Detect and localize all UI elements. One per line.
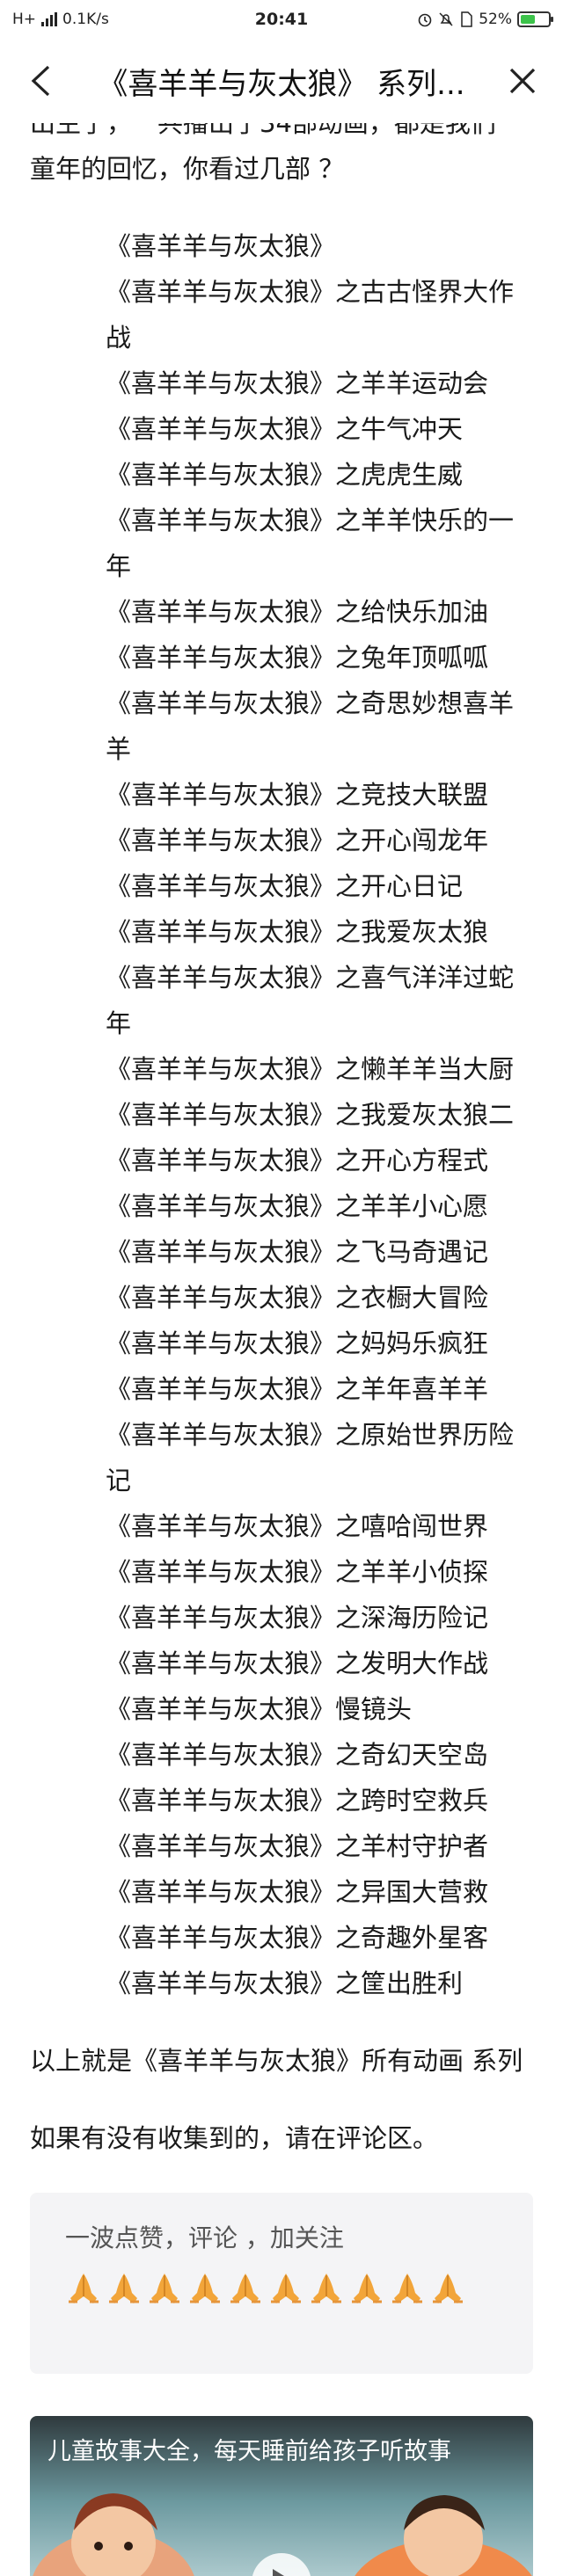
list-item: 《喜羊羊与灰太狼》之开心日记	[106, 871, 464, 901]
close-button[interactable]	[482, 39, 563, 123]
episode-list: 《喜羊羊与灰太狼》《喜羊羊与灰太狼》之古古怪界大作战《喜羊羊与灰太狼》之羊羊运动…	[0, 223, 563, 2006]
sim-icon	[461, 11, 472, 27]
list-item: 《喜羊羊与灰太狼》之古古怪界大作战	[106, 277, 515, 353]
list-item: 《喜羊羊与灰太狼》之喜气洋洋过蛇年	[106, 963, 515, 1038]
play-icon[interactable]	[252, 2553, 311, 2576]
list-item: 《喜羊羊与灰太狼》慢镜头	[106, 1694, 413, 1724]
list-item: 《喜羊羊与灰太狼》之衣橱大冒险	[106, 1283, 489, 1313]
list-item: 《喜羊羊与灰太狼》之妈妈乐疯狂	[106, 1328, 489, 1358]
list-item: 《喜羊羊与灰太狼》之竞技大联盟	[106, 780, 489, 810]
list-item: 《喜羊羊与灰太狼》之跨时空救兵	[106, 1786, 489, 1816]
pray-hands-icon	[190, 2274, 220, 2303]
alarm-icon	[418, 13, 432, 27]
page-title: 《喜羊羊与灰太狼》 系列...	[98, 66, 465, 102]
status-right: 52%	[417, 11, 553, 28]
list-item: 《喜羊羊与灰太狼》之我爱灰太狼二	[106, 1100, 515, 1130]
list-item: 《喜羊羊与灰太狼》之深海历险记	[106, 1603, 489, 1633]
status-left: H+ 0.1K/s	[12, 11, 109, 28]
network-speed: 0.1K/s	[62, 11, 109, 28]
pray-hands-icon	[271, 2274, 301, 2303]
list-item: 《喜羊羊与灰太狼》之虎虎生威	[106, 460, 464, 490]
pray-hands-icon	[69, 2274, 99, 2303]
banner-title: 儿童故事大全，每天睡前给孩子听故事	[48, 2438, 451, 2465]
pray-emoji-row	[65, 2270, 498, 2307]
pray-hands-icon	[433, 2274, 463, 2303]
intro-clipped-text: 出生了，一共播出了34部动画，都是我们	[30, 123, 496, 138]
battery-icon	[517, 11, 553, 27]
list-item: 《喜羊羊与灰太狼》之开心闯龙年	[106, 826, 489, 855]
list-item: 《喜羊羊与灰太狼》之懒羊羊当大厨	[106, 1054, 515, 1084]
list-item: 《喜羊羊与灰太狼》之开心方程式	[106, 1146, 489, 1175]
pray-hands-icon	[311, 2274, 341, 2303]
pray-hands-icon	[230, 2274, 260, 2303]
signal-icon	[41, 12, 58, 26]
network-type: H+	[12, 11, 37, 28]
back-button[interactable]	[0, 39, 81, 123]
pray-hands-icon	[109, 2274, 139, 2303]
pray-hands-icon	[150, 2274, 179, 2303]
list-item: 《喜羊羊与灰太狼》	[106, 231, 336, 261]
list-item: 《喜羊羊与灰太狼》之羊羊运动会	[106, 368, 489, 398]
list-item: 《喜羊羊与灰太狼》之我爱灰太狼	[106, 917, 489, 947]
list-item: 《喜羊羊与灰太狼》之羊羊小心愿	[106, 1191, 489, 1221]
back-arrow-icon	[31, 65, 50, 97]
list-item: 《喜羊羊与灰太狼》之羊村守护者	[106, 1831, 489, 1861]
list-item: 《喜羊羊与灰太狼》之筐出胜利	[106, 1968, 464, 1998]
list-item: 《喜羊羊与灰太狼》之羊羊小侦探	[106, 1557, 489, 1587]
mute-icon	[439, 12, 453, 26]
nav-bar: 《喜羊羊与灰太狼》 系列...	[0, 39, 563, 123]
list-item: 《喜羊羊与灰太狼》之奇幻天空岛	[106, 1740, 489, 1770]
list-item: 《喜羊羊与灰太狼》之奇思妙想喜羊羊	[106, 688, 515, 764]
list-item: 《喜羊羊与灰太狼》之给快乐加油	[106, 597, 489, 627]
list-item: 《喜羊羊与灰太狼》之飞马奇遇记	[106, 1237, 489, 1267]
quote-box: 一波点赞，评论 ，加关注	[30, 2193, 533, 2374]
summary-paragraph: 以上就是《喜羊羊与灰太狼》所有动画 系列	[30, 2046, 523, 2076]
list-item: 《喜羊羊与灰太狼》之兔年顶呱呱	[106, 643, 489, 673]
comment-prompt: 如果有没有收集到的，请在评论区。	[30, 2123, 439, 2153]
close-icon	[509, 68, 536, 94]
video-banner[interactable]: 儿童故事大全，每天睡前给孩子听故事	[30, 2416, 533, 2576]
battery-fill	[521, 15, 535, 24]
list-item: 《喜羊羊与灰太狼》之羊年喜羊羊	[106, 1374, 489, 1404]
list-item: 《喜羊羊与灰太狼》之原始世界历险记	[106, 1420, 515, 1495]
banner-illustration	[33, 2493, 532, 2576]
quote-text: 一波点赞，评论 ，加关注	[65, 2223, 344, 2252]
battery-percent: 52%	[479, 11, 512, 28]
pray-hands-icon	[352, 2274, 382, 2303]
list-item: 《喜羊羊与灰太狼》之异国大营救	[106, 1877, 489, 1907]
status-bar: H+ 0.1K/s 20:41 52%	[0, 0, 563, 39]
pray-hands-icon	[392, 2274, 422, 2303]
intro-clipped-line: 出生了，一共播出了34部动画，都是我们	[0, 123, 563, 146]
intro-line: 童年的回忆，你看过几部 ？	[30, 154, 345, 184]
list-item: 《喜羊羊与灰太狼》之奇趣外星客	[106, 1923, 489, 1953]
list-item: 《喜羊羊与灰太狼》之牛气冲天	[106, 414, 464, 444]
article-body: 出生了，一共播出了34部动画，都是我们 童年的回忆，你看过几部 ？ 《喜羊羊与灰…	[0, 123, 563, 2576]
list-item: 《喜羊羊与灰太狼》之嘻哈闯世界	[106, 1511, 489, 1541]
list-item: 《喜羊羊与灰太狼》之羊羊快乐的一年	[106, 506, 515, 581]
list-item: 《喜羊羊与灰太狼》之发明大作战	[106, 1648, 489, 1678]
